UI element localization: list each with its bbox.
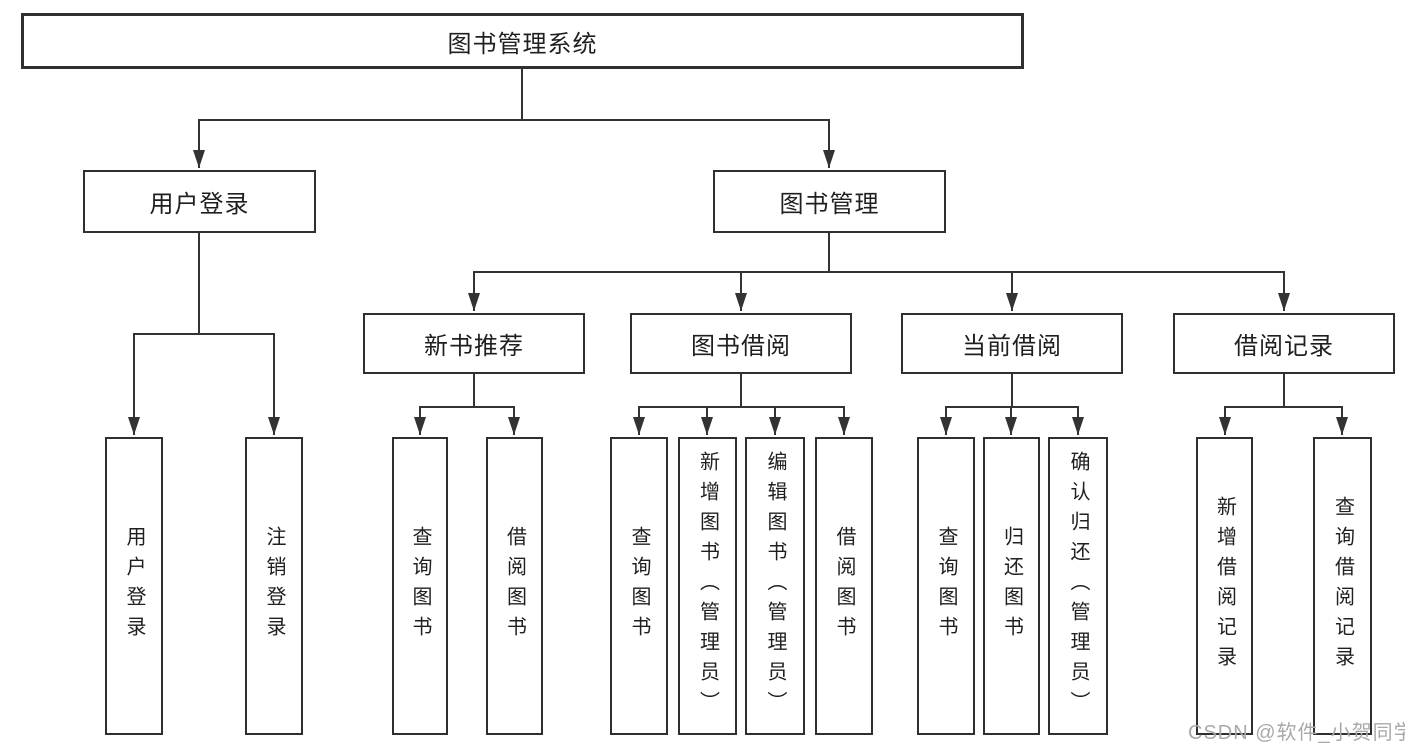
- node-label: 借阅记录: [1234, 333, 1334, 360]
- node-current-borrowing: 当前借阅: [901, 313, 1123, 374]
- node-label: 图书借阅: [691, 333, 791, 360]
- node-label: 查询图书: [935, 526, 957, 646]
- leaf-query-books-borrowing: 查询图书: [610, 437, 668, 735]
- node-label: 编辑图书（管理员）: [764, 451, 786, 721]
- node-label: 新增借阅记录: [1213, 496, 1236, 676]
- leaf-add-book-admin: 新增图书（管理员）: [678, 437, 737, 735]
- node-label: 借阅图书: [503, 526, 526, 646]
- node-label: 查询借阅记录: [1331, 496, 1354, 676]
- node-label: 图书管理: [779, 191, 880, 218]
- node-label: 新增图书（管理员）: [696, 451, 719, 721]
- leaf-confirm-return-admin: 确认归还（管理员）: [1048, 437, 1108, 735]
- node-label: 归还图书: [1000, 526, 1023, 646]
- node-borrowing-records: 借阅记录: [1173, 313, 1395, 374]
- leaf-query-books-current: 查询图书: [917, 437, 975, 735]
- node-label: 当前借阅: [962, 333, 1062, 360]
- watermark: CSDN @软件_小贺同学: [1188, 722, 1405, 744]
- node-user-login: 用户登录: [83, 170, 316, 233]
- node-label: 用户登录: [123, 526, 145, 646]
- node-label: 查询图书: [409, 526, 431, 646]
- node-label: 注销登录: [263, 526, 285, 646]
- node-label: 查询图书: [628, 526, 650, 646]
- node-book-management: 图书管理: [713, 170, 946, 233]
- leaf-borrow-books-borrowing: 借阅图书: [815, 437, 873, 735]
- node-label: 新书推荐: [424, 333, 524, 360]
- leaf-return-books: 归还图书: [983, 437, 1040, 735]
- node-label: 图书管理系统: [447, 30, 598, 58]
- leaf-query-borrow-record: 查询借阅记录: [1313, 437, 1372, 735]
- node-book-borrowing: 图书借阅: [630, 313, 852, 374]
- leaf-borrow-books-recommend: 借阅图书: [486, 437, 543, 735]
- node-new-book-recommend: 新书推荐: [363, 313, 585, 374]
- leaf-edit-book-admin: 编辑图书（管理员）: [745, 437, 805, 735]
- leaf-add-borrow-record: 新增借阅记录: [1196, 437, 1253, 735]
- node-label: 用户登录: [149, 191, 250, 218]
- node-label: 确认归还（管理员）: [1067, 451, 1089, 721]
- leaf-user-login: 用户登录: [105, 437, 163, 735]
- leaf-logout: 注销登录: [245, 437, 303, 735]
- node-label: 借阅图书: [833, 526, 855, 646]
- leaf-query-books-recommend: 查询图书: [392, 437, 448, 735]
- connector-rails: [133, 69, 1343, 408]
- node-root: 图书管理系统: [21, 13, 1024, 69]
